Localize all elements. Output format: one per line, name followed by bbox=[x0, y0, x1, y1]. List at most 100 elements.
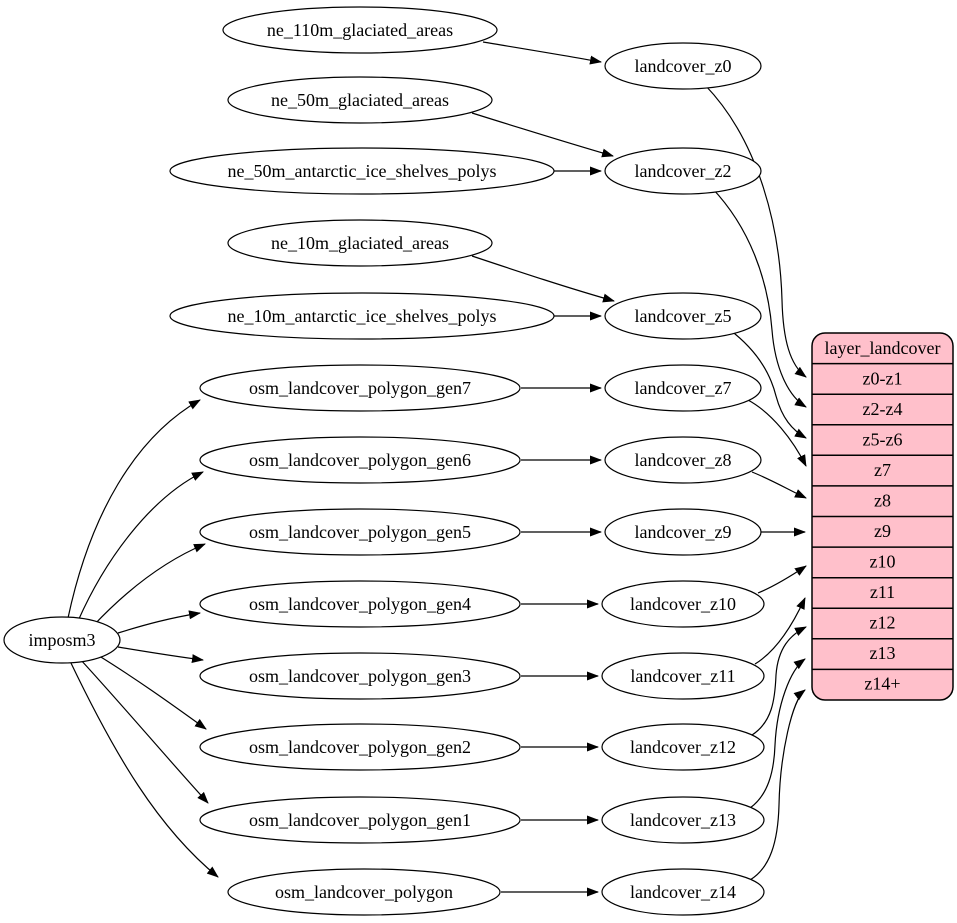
table-row-z5-z6: z5-z6 bbox=[863, 430, 903, 450]
table-row-z8: z8 bbox=[874, 491, 891, 511]
edge-imposm3-to-osm_landcover_polygon_gen2 bbox=[95, 653, 207, 730]
node-osm_landcover_polygon_gen7: osm_landcover_polygon_gen7 bbox=[199, 364, 521, 412]
table-row-z2-z4: z2-z4 bbox=[863, 399, 903, 419]
node-landcover_z9: landcover_z9 bbox=[604, 508, 762, 556]
node-landcover_z12: landcover_z12 bbox=[601, 723, 765, 771]
node-label: osm_landcover_polygon_gen5 bbox=[249, 522, 471, 542]
node-label: imposm3 bbox=[28, 630, 95, 650]
node-ellipse bbox=[222, 6, 498, 54]
node-ellipse bbox=[604, 42, 762, 90]
node-landcover_z2: landcover_z2 bbox=[604, 147, 762, 195]
node-landcover_z7: landcover_z7 bbox=[604, 364, 762, 412]
node-label: landcover_z5 bbox=[635, 306, 732, 326]
node-landcover_z13: landcover_z13 bbox=[601, 796, 765, 844]
edge-landcover_z7-to-row-z7 bbox=[747, 399, 807, 467]
node-label: osm_landcover_polygon_gen2 bbox=[249, 737, 471, 757]
node-ne_110m_glaciated_areas: ne_110m_glaciated_areas bbox=[222, 6, 498, 54]
node-label: landcover_z9 bbox=[635, 522, 732, 542]
node-ellipse bbox=[227, 76, 493, 124]
node-osm_landcover_polygon_gen5: osm_landcover_polygon_gen5 bbox=[199, 508, 521, 556]
node-osm_landcover_polygon_gen3: osm_landcover_polygon_gen3 bbox=[199, 652, 521, 700]
node-ellipse bbox=[199, 796, 521, 844]
edge-landcover_z10-to-row-z10 bbox=[757, 565, 807, 594]
node-ellipse bbox=[169, 292, 555, 340]
edge-ne_50m_glaciated_areas-to-landcover_z2 bbox=[471, 112, 614, 158]
node-osm_landcover_polygon_gen6: osm_landcover_polygon_gen6 bbox=[199, 436, 521, 484]
node-label: osm_landcover_polygon_gen6 bbox=[249, 450, 471, 470]
node-label: osm_landcover_polygon_gen3 bbox=[249, 666, 471, 686]
node-label: ne_10m_antarctic_ice_shelves_polys bbox=[228, 306, 497, 326]
edge-landcover_z5-to-row-z5-z6 bbox=[729, 329, 807, 439]
node-osm_landcover_polygon: osm_landcover_polygon bbox=[227, 868, 501, 916]
edge-imposm3-to-osm_landcover_polygon_gen3 bbox=[117, 646, 204, 664]
table-row-z9: z9 bbox=[874, 521, 891, 541]
node-label: osm_landcover_polygon_gen1 bbox=[249, 810, 471, 830]
table-row-z13: z13 bbox=[870, 643, 896, 663]
table-row-z10: z10 bbox=[870, 552, 896, 572]
node-label: landcover_z10 bbox=[630, 594, 736, 614]
node-label: osm_landcover_polygon bbox=[275, 882, 453, 902]
node-ellipse bbox=[227, 219, 493, 267]
table-title: layer_landcover bbox=[825, 338, 941, 358]
node-ellipse bbox=[199, 652, 521, 700]
edge-ne_10m_glaciated_areas-to-landcover_z5 bbox=[471, 255, 615, 303]
edge-imposm3-to-osm_landcover_polygon_gen5 bbox=[92, 543, 206, 627]
edge-layer bbox=[67, 41, 807, 897]
node-ellipse bbox=[199, 364, 521, 412]
edge-imposm3-to-osm_landcover_polygon bbox=[69, 660, 219, 878]
node-ellipse bbox=[601, 796, 765, 844]
node-landcover_z11: landcover_z11 bbox=[601, 652, 765, 700]
node-ellipse bbox=[601, 652, 765, 700]
node-landcover_z10: landcover_z10 bbox=[601, 580, 765, 628]
node-osm_landcover_polygon_gen4: osm_landcover_polygon_gen4 bbox=[199, 580, 521, 628]
node-ellipse bbox=[3, 616, 121, 664]
node-label: osm_landcover_polygon_gen4 bbox=[249, 594, 471, 614]
node-ellipse bbox=[601, 868, 765, 916]
table-layer_landcover: layer_landcover z0-z1 z2-z4 z5-z6 z7 z8 … bbox=[811, 332, 954, 701]
edge-landcover_z13-to-row-z13 bbox=[749, 658, 806, 809]
node-label: landcover_z14 bbox=[630, 882, 736, 902]
edge-imposm3-to-osm_landcover_polygon_gen7 bbox=[67, 399, 201, 619]
node-ellipse bbox=[169, 147, 555, 195]
node-label: ne_50m_antarctic_ice_shelves_polys bbox=[228, 161, 497, 181]
node-ellipse bbox=[604, 436, 762, 484]
node-landcover_z5: landcover_z5 bbox=[604, 292, 762, 340]
node-ellipse bbox=[601, 723, 765, 771]
table-row-z12: z12 bbox=[870, 613, 896, 633]
table-row-z11: z11 bbox=[870, 582, 895, 602]
node-ellipse bbox=[604, 508, 762, 556]
node-label: landcover_z0 bbox=[635, 56, 732, 76]
edge-landcover_z0-to-row-z0-z1 bbox=[704, 84, 807, 378]
node-label: landcover_z11 bbox=[630, 666, 735, 686]
node-label: osm_landcover_polygon_gen7 bbox=[249, 378, 471, 398]
node-label: landcover_z8 bbox=[635, 450, 732, 470]
node-ellipse bbox=[601, 580, 765, 628]
node-ne_10m_glaciated_areas: ne_10m_glaciated_areas bbox=[227, 219, 493, 267]
node-ne_10m_antarctic_ice_shelves_polys: ne_10m_antarctic_ice_shelves_polys bbox=[169, 292, 555, 340]
node-ellipse bbox=[199, 723, 521, 771]
edge-imposm3-to-osm_landcover_polygon_gen1 bbox=[79, 658, 209, 804]
node-ellipse bbox=[199, 508, 521, 556]
node-label: landcover_z13 bbox=[630, 810, 736, 830]
table-row-z7: z7 bbox=[874, 460, 891, 480]
edge-landcover_z12-to-row-z12 bbox=[751, 626, 807, 736]
node-label: ne_10m_glaciated_areas bbox=[271, 233, 449, 253]
edge-landcover_z8-to-row-z8 bbox=[751, 471, 807, 499]
node-landcover_z8: landcover_z8 bbox=[604, 436, 762, 484]
node-ellipse bbox=[604, 147, 762, 195]
node-label: landcover_z12 bbox=[630, 737, 736, 757]
node-label: ne_110m_glaciated_areas bbox=[267, 20, 453, 40]
edge-ne_110m_glaciated_areas-to-landcover_z0 bbox=[482, 41, 602, 65]
node-ne_50m_antarctic_ice_shelves_polys: ne_50m_antarctic_ice_shelves_polys bbox=[169, 147, 555, 195]
node-ellipse bbox=[199, 580, 521, 628]
table-row-z14plus: z14+ bbox=[864, 674, 900, 694]
node-label: landcover_z2 bbox=[635, 161, 732, 181]
node-landcover_z14: landcover_z14 bbox=[601, 868, 765, 916]
node-ellipse bbox=[604, 364, 762, 412]
node-ellipse bbox=[199, 436, 521, 484]
node-osm_landcover_polygon_gen2: osm_landcover_polygon_gen2 bbox=[199, 723, 521, 771]
edge-imposm3-to-osm_landcover_polygon_gen6 bbox=[77, 471, 204, 622]
node-ellipse bbox=[227, 868, 501, 916]
